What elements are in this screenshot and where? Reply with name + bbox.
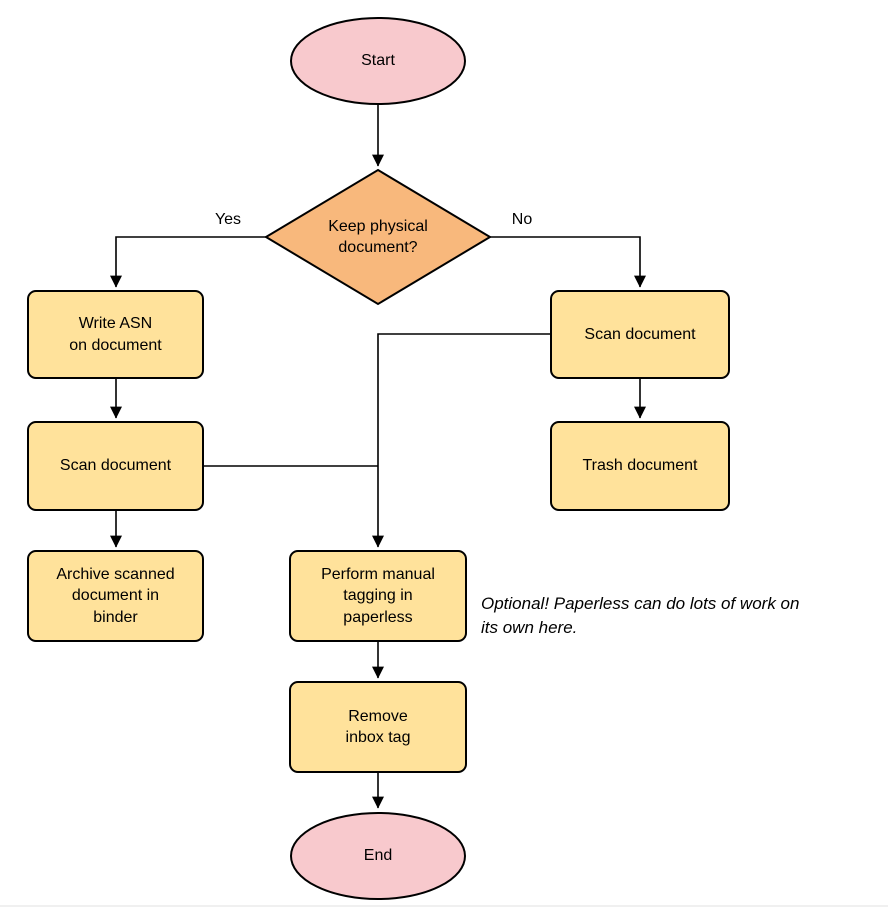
start-ellipse <box>290 17 466 105</box>
write-asn-box <box>27 290 204 379</box>
tagging-box <box>289 550 467 642</box>
optional-note: Optional! Paperless can do lots of work … <box>481 594 800 637</box>
edge-decision-yes <box>110 236 266 288</box>
yes-edge-label: Yes <box>214 211 242 228</box>
edge-decision-no <box>490 236 646 288</box>
trash-box <box>550 421 730 511</box>
no-edge-label: No <box>511 211 533 228</box>
edge-scanright-to-tagging <box>372 333 551 548</box>
end-ellipse <box>290 812 466 900</box>
decision-diamond <box>264 168 492 306</box>
scan-right-box <box>550 290 730 379</box>
archive-box <box>27 550 204 642</box>
remove-inbox-box <box>289 681 467 773</box>
scan-left-box <box>27 421 204 511</box>
